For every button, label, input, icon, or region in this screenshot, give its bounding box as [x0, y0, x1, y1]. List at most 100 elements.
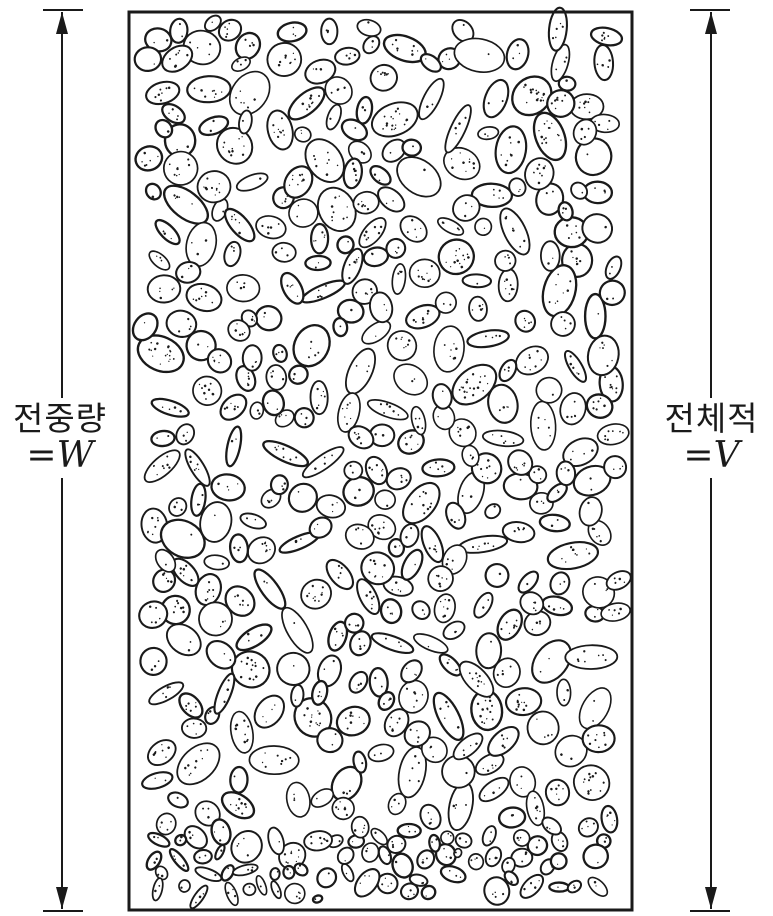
aggregate-stone [187, 371, 227, 411]
aggregate-stone [589, 25, 623, 48]
aggregate-stone [230, 767, 248, 793]
aggregate-stone [265, 40, 304, 79]
aggregate-stone [265, 826, 286, 856]
aggregate-stone [483, 561, 511, 589]
aggregate-stone [271, 343, 289, 363]
aggregate-stone [270, 868, 281, 881]
aggregate-stone [512, 307, 539, 335]
aggregate-stone [283, 82, 329, 125]
aggregate-stone [409, 259, 440, 287]
aggregate-stone [533, 374, 566, 407]
aggregate-stone [530, 401, 557, 451]
aggregate-stone [603, 254, 625, 281]
aggregate-stone [547, 570, 572, 597]
aggregate-stone [585, 874, 611, 899]
aggregate-stone [167, 847, 191, 874]
aggregate-stone [140, 769, 174, 792]
aggregate-stone [233, 620, 276, 656]
aggregate-stone [213, 844, 226, 861]
aggregate-particles [128, 7, 634, 911]
aggregate-stone [596, 421, 631, 447]
aggregate-stone [422, 458, 455, 477]
aggregate-stone [566, 878, 584, 895]
aggregate-stone [276, 603, 319, 657]
aggregate-stone [516, 871, 547, 902]
aggregate-stone [312, 894, 323, 903]
aggregate-stone [235, 170, 270, 195]
aggregate-stone [350, 865, 384, 901]
aggregate-stone [260, 436, 311, 471]
aggregate-stone [161, 149, 201, 188]
aggregate-stone [439, 863, 468, 885]
aggregate-stone [556, 461, 576, 486]
aggregate-stone [284, 883, 306, 905]
aggregate-stone [140, 445, 185, 487]
aggregate-stone [374, 489, 397, 511]
total-weight-symbol: =W [0, 437, 120, 475]
aggregate-stone [220, 204, 259, 245]
aggregate-stone [346, 669, 371, 696]
aggregate-stone [477, 125, 499, 140]
volume-symbol: V [714, 435, 740, 476]
aggregate-stone [249, 690, 290, 733]
aggregate-stone [254, 874, 269, 896]
aggregate-stone [541, 241, 560, 271]
aggregate-stone [203, 554, 230, 571]
aggregate-stone [600, 805, 619, 834]
aggregate-stone [178, 879, 191, 893]
aggregate-stone [354, 213, 390, 251]
aggregate-stone [296, 574, 337, 614]
aggregate-stone [173, 421, 198, 447]
aggregate-stone [366, 61, 401, 95]
aggregate-stone [549, 882, 569, 891]
aggregate-stone [470, 590, 496, 621]
aggregate-stone [480, 824, 498, 847]
aggregate-stone [249, 746, 299, 775]
aggregate-stone [169, 735, 227, 792]
aggregate-stone [225, 825, 268, 869]
aggregate-stone [151, 430, 176, 447]
aggregate-stone [269, 880, 283, 900]
aggregate-stone [270, 474, 289, 495]
aggregate-stone [222, 240, 243, 268]
total-weight-label: 전중량 =W [0, 398, 120, 478]
aggregate-stone [432, 592, 458, 624]
aggregate-stone [272, 242, 297, 263]
aggregate-stone [340, 344, 381, 398]
aggregate-stone [276, 20, 308, 44]
aggregate-stone [321, 19, 337, 45]
aggregate-stone [498, 268, 519, 301]
aggregate-stone [526, 710, 560, 745]
aggregate-stone [557, 201, 575, 222]
aggregate-stone [409, 598, 434, 623]
aggregate-stone [314, 492, 347, 520]
aggregate-stone [305, 256, 331, 271]
aggregate-stone [511, 341, 553, 380]
aggregate-stone [238, 510, 267, 531]
aggregate-stone [468, 296, 488, 322]
aggregate-stone [313, 864, 339, 891]
aggregate-stone [557, 390, 589, 427]
aggregate-stone [147, 274, 181, 303]
aggregate-stone [132, 143, 165, 174]
aggregate-stone [428, 834, 441, 852]
aggregate-stone [150, 395, 191, 420]
aggregate-stone [143, 735, 180, 770]
aggregate-stone [355, 17, 382, 39]
total-weight-name: 전중량 [0, 402, 120, 437]
aggregate-stone [151, 877, 165, 901]
aggregate-stone [143, 78, 181, 108]
aggregate-stone [242, 345, 262, 371]
aggregate-stone [414, 76, 448, 123]
volume-arrow-top [705, 12, 717, 34]
aggregate-stone [146, 248, 173, 273]
aggregate-stone [299, 276, 347, 306]
aggregate-stone [432, 325, 467, 374]
aggregate-stone [249, 565, 290, 613]
equals-sign: = [683, 435, 713, 476]
aggregate-stone [462, 274, 491, 288]
aggregate-stone [466, 328, 510, 350]
aggregate-stone [232, 862, 259, 877]
aggregate-stone [229, 534, 249, 563]
aggregate-stone [166, 495, 190, 520]
